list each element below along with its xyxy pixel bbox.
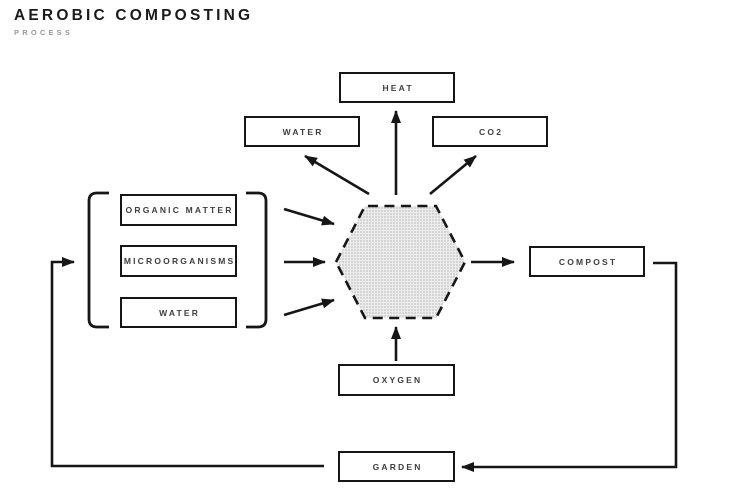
process-hexagon [334,204,467,320]
node-oxygen-label: OXYGEN [372,375,423,385]
node-co2-label: CO2 [479,126,504,137]
node-water-input: WATER [120,297,237,328]
arrow-compost-to-garden [461,261,678,472]
arrow-water-to-process [283,298,335,317]
node-microorganisms-label: MICROORGANISMS [123,256,236,266]
node-co2: CO2 [432,116,548,147]
node-organic-matter-label: ORGANIC MATTER [125,205,234,215]
arrow-garden-to-inputs [50,257,324,468]
arrow-process-to-water [304,154,370,196]
node-garden-label: GARDEN [372,461,423,472]
input-bracket-right [246,191,268,329]
node-organic-matter: ORGANIC MATTER [120,194,237,226]
node-heat-label: HEAT [382,82,414,93]
node-garden: GARDEN [338,451,455,482]
node-compost-label: COMPOST [558,256,618,267]
arrow-organic-matter-to-process [283,207,335,226]
input-bracket-left [87,191,109,329]
node-water-input-label: WATER [159,307,201,318]
node-compost: COMPOST [529,246,645,277]
page-title: AEROBIC COMPOSTING [14,7,254,24]
node-water-output: WATER [244,116,360,147]
node-microorganisms: MICROORGANISMS [120,245,237,277]
diagram-header: AEROBIC COMPOSTING PROCESS [14,7,253,37]
node-heat: HEAT [339,72,455,103]
node-oxygen: OXYGEN [338,364,455,396]
node-water-output-label: WATER [282,126,324,137]
page-subtitle: PROCESS [14,28,74,37]
arrow-process-to-co2 [429,154,477,196]
